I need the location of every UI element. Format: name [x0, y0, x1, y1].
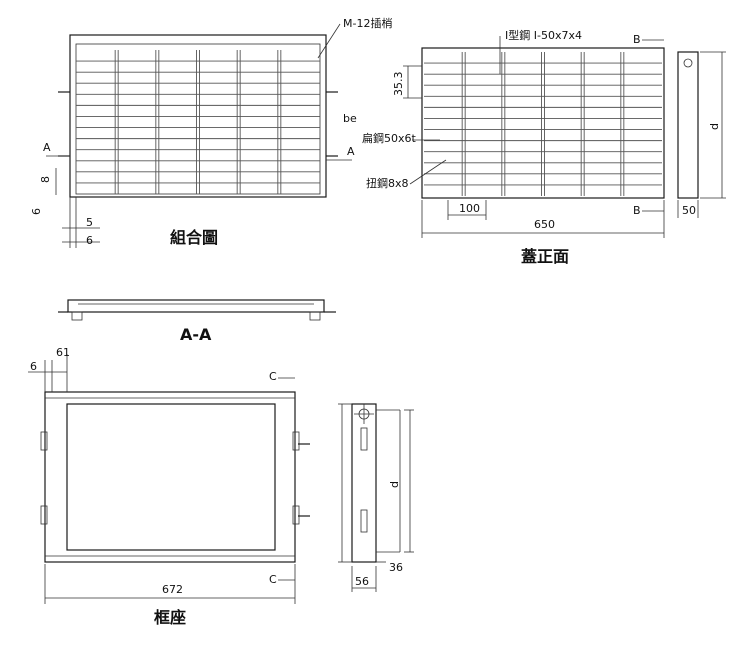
dim-650: 650 [534, 218, 555, 231]
assembly-view: M-12插梢 A A 8 6 5 6 組合圖 [30, 16, 392, 248]
section-mark-a-left: A [43, 141, 51, 154]
pin-leader [317, 23, 341, 59]
pin-note: M-12插梢 [343, 16, 392, 30]
assembly-inner-frame [75, 43, 321, 195]
dim-6-vertical: 6 [30, 208, 43, 215]
cover-side-view: d 50 [677, 51, 726, 218]
frame-lugs [40, 431, 310, 525]
frame-side-dim-d: d [388, 481, 401, 488]
frame-dim-6: 6 [30, 360, 37, 373]
assembly-lugs [58, 91, 338, 157]
frame-dim-61: 61 [56, 346, 70, 359]
frame-dim-672: 672 [162, 583, 183, 596]
frame-outer [44, 391, 296, 563]
section-aa-title: A-A [180, 325, 212, 344]
twisted-steel-note: 扭鋼8x8 [366, 176, 409, 190]
cover-outline [421, 47, 665, 199]
dim-100: 100 [459, 202, 480, 215]
dim-35-3: 35.3 [392, 72, 405, 97]
cover-side-outline [677, 51, 699, 199]
cover-side-dim-d: d [708, 123, 721, 130]
cover-front-view: I型鋼 I-50x7x4 B B 35.3 be 扁鋼50x6t 扭鋼8x8 1… [343, 28, 665, 266]
dim-6: 6 [86, 234, 93, 247]
i-beam-note: I型鋼 I-50x7x4 [505, 28, 582, 42]
section-mark-a-right: A [347, 145, 355, 158]
frame-view: 61 6 C C 672 框座 [28, 346, 310, 627]
assembly-grating [76, 50, 320, 194]
flat-steel-note: 扁鋼50x6t [362, 131, 417, 145]
cover-front-title: 蓋正面 [521, 247, 569, 266]
section-mark-b-top: B [633, 33, 641, 46]
small-mark: be [343, 112, 357, 125]
assembly-outer-frame [69, 34, 327, 198]
section-mark-b-bottom: B [633, 204, 641, 217]
section-aa-view: A-A [58, 299, 336, 344]
section-mark-c-bottom: C [269, 573, 277, 586]
dim-8: 8 [39, 176, 52, 183]
frame-title: 框座 [154, 608, 186, 627]
frame-side-view: d 36 56 [338, 403, 414, 592]
section-aa-body [67, 299, 325, 313]
cover-grating [424, 52, 662, 196]
frame-side-dim-56: 56 [355, 575, 369, 588]
dim-5: 5 [86, 216, 93, 229]
cover-side-dim-50: 50 [682, 204, 696, 217]
section-mark-c-top: C [269, 370, 277, 383]
frame-inner [66, 403, 276, 551]
frame-side-dim-36: 36 [389, 561, 403, 574]
assembly-title: 組合圖 [170, 228, 218, 247]
